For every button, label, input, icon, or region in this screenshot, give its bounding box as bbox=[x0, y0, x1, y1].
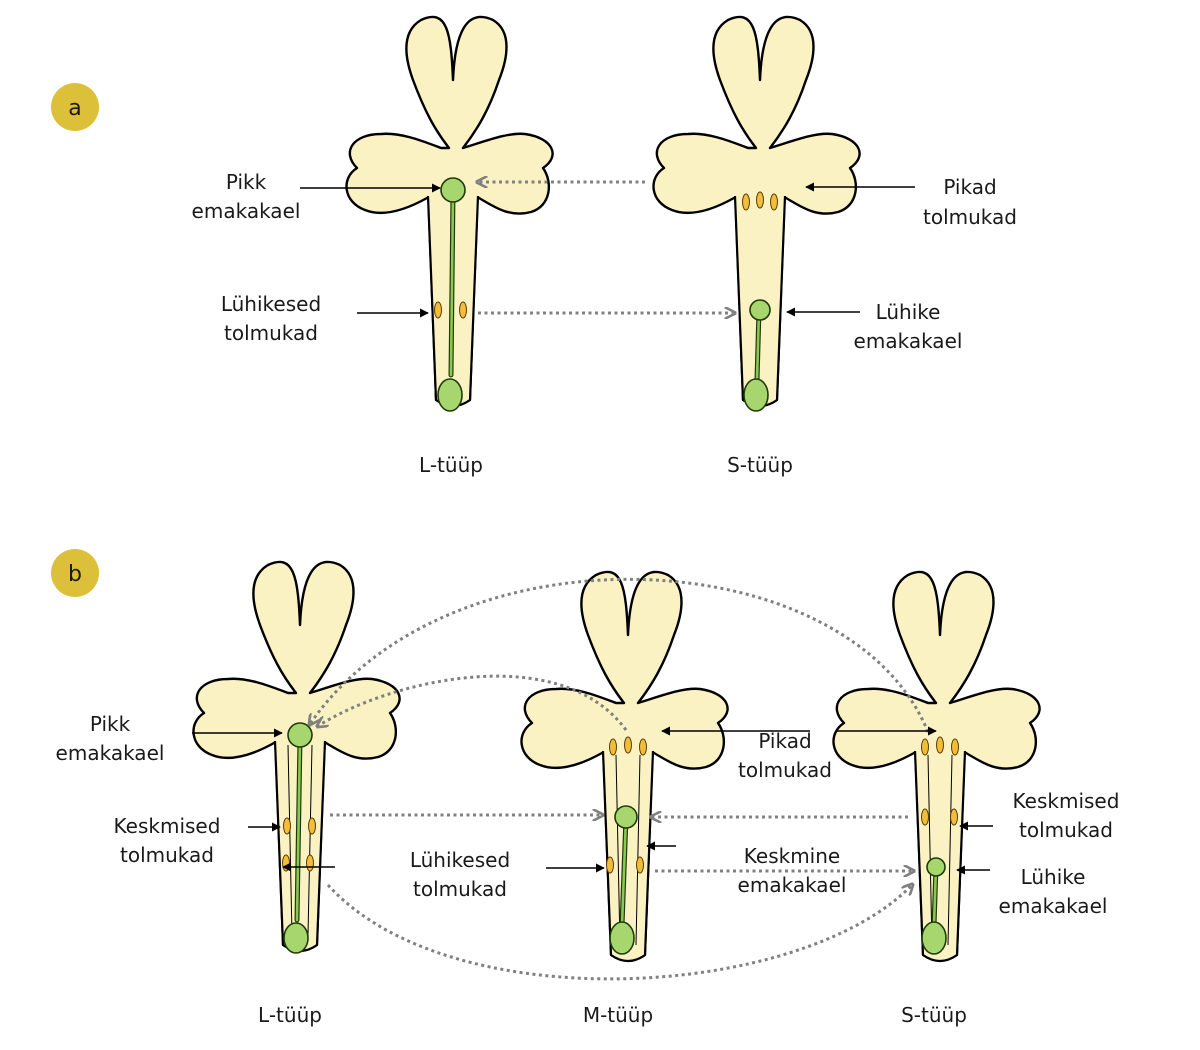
connector-b-l-to-s bbox=[326, 885, 912, 981]
label-b-right-mid-stamens-2: tolmukad bbox=[1019, 818, 1113, 842]
label-b-mid-style-1: Keskmine bbox=[744, 844, 840, 868]
panel-b: b bbox=[51, 549, 1119, 1027]
label-a-short-stamens-2: tolmukad bbox=[224, 321, 318, 345]
type-b-l: L-tüüp bbox=[258, 1003, 322, 1027]
label-a-long-stamens-2: tolmukad bbox=[923, 205, 1017, 229]
panel-b-badge-icon bbox=[51, 549, 99, 597]
label-a-short-stamens-1: Lühikesed bbox=[221, 292, 321, 316]
label-a-long-style-2: emakakael bbox=[192, 199, 301, 223]
panel-a-badge-icon bbox=[51, 83, 99, 131]
label-b-long-stamens-2: tolmukad bbox=[738, 758, 832, 782]
label-b-short-style-2: emakakael bbox=[999, 894, 1108, 918]
type-b-m: M-tüüp bbox=[583, 1003, 653, 1027]
label-b-right-mid-stamens-1: Keskmised bbox=[1013, 789, 1120, 813]
panel-b-badge: b bbox=[68, 562, 82, 587]
label-b-left-mid-stamens-2: tolmukad bbox=[120, 843, 214, 867]
connector-b-s-to-l-top bbox=[310, 577, 930, 733]
label-b-long-style-1: Pikk bbox=[90, 712, 131, 736]
type-a-right: S-tüüp bbox=[727, 453, 793, 477]
flower-b-s-type bbox=[832, 570, 1041, 963]
label-a-short-style-1: Lühike bbox=[876, 300, 941, 324]
label-b-left-mid-stamens-1: Keskmised bbox=[114, 814, 221, 838]
label-b-mid-style-2: emakakael bbox=[738, 873, 847, 897]
connector-b-m-to-l bbox=[318, 674, 628, 731]
label-b-short-stamens-2: tolmukad bbox=[413, 877, 507, 901]
label-a-long-style-1: Pikk bbox=[226, 170, 267, 194]
flower-a-l-type bbox=[345, 15, 554, 412]
type-b-s: S-tüüp bbox=[901, 1003, 967, 1027]
label-b-short-style-1: Lühike bbox=[1021, 865, 1086, 889]
flower-a-s-type bbox=[652, 15, 861, 412]
panel-a: a Pikk bbox=[51, 15, 1017, 477]
label-b-long-stamens-1: Pikad bbox=[758, 729, 811, 753]
label-b-long-style-2: emakakael bbox=[56, 741, 165, 765]
flower-b-m-type bbox=[520, 570, 729, 963]
panel-a-badge: a bbox=[68, 96, 81, 121]
label-a-short-style-2: emakakael bbox=[854, 329, 963, 353]
label-a-long-stamens-1: Pikad bbox=[943, 175, 996, 199]
type-a-left: L-tüüp bbox=[419, 453, 483, 477]
flower-b-l-type bbox=[192, 560, 401, 954]
label-b-short-stamens-1: Lühikesed bbox=[410, 848, 510, 872]
